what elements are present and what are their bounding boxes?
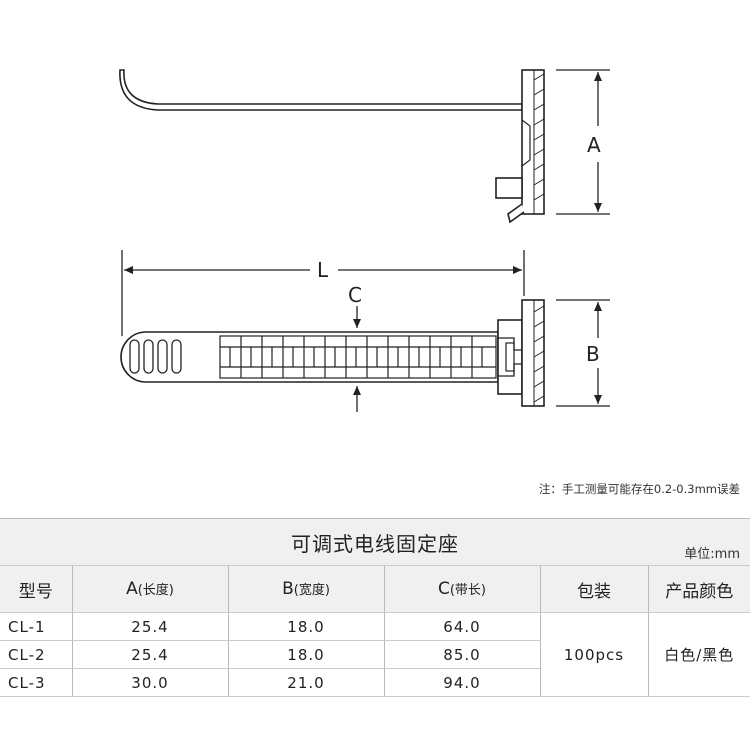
header-b-sub: (宽度) xyxy=(293,583,330,598)
top-view xyxy=(120,299,545,407)
header-packing: 包装 xyxy=(539,565,648,613)
side-pawl xyxy=(507,203,525,224)
header-color: 产品颜色 xyxy=(647,565,750,613)
dimension-l xyxy=(121,250,525,336)
dimension-b-label: B xyxy=(586,342,600,366)
spec-table: 可调式电线固定座 单位:mm 型号 A(长度) B(宽度) C(带长) 包装 产… xyxy=(0,518,750,697)
side-base-plate xyxy=(521,69,545,215)
header-model: 型号 xyxy=(0,565,72,613)
product-drawing: A L xyxy=(119,69,610,412)
header-a-main: A xyxy=(126,579,138,599)
color-cell: 白色/黑色 xyxy=(647,612,750,697)
row-b: 18.0 xyxy=(227,640,384,669)
side-strap xyxy=(119,69,523,111)
top-head-block xyxy=(497,319,523,395)
side-view xyxy=(119,69,545,224)
header-c-main: C xyxy=(437,579,450,599)
header-a: A(长度) xyxy=(71,565,228,613)
header-b: B(宽度) xyxy=(227,565,384,613)
dimension-a xyxy=(556,69,610,215)
table-title-cell: 可调式电线固定座 单位:mm xyxy=(0,518,750,566)
dimension-l-label: L xyxy=(317,258,329,282)
row-a: 25.4 xyxy=(71,612,228,641)
table-title: 可调式电线固定座 xyxy=(291,531,459,556)
row-c: 94.0 xyxy=(383,668,540,697)
row-model: CL-2 xyxy=(0,640,72,669)
top-strap-holes xyxy=(129,339,182,374)
dimension-a-label: A xyxy=(587,133,601,157)
row-model: CL-3 xyxy=(0,668,72,697)
header-b-main: B xyxy=(282,579,294,599)
top-strap xyxy=(120,331,499,383)
top-base-hatch xyxy=(533,300,545,406)
dimension-c-label: C xyxy=(348,283,362,307)
header-c: C(带长) xyxy=(383,565,540,613)
top-strap-teeth xyxy=(219,335,497,379)
measurement-note: 注：手工测量可能存在0.2-0.3mm误差 xyxy=(538,482,740,496)
packing-cell: 100pcs xyxy=(539,612,648,697)
dimension-b xyxy=(556,299,610,407)
table-header-row: 型号 A(长度) B(宽度) C(带长) 包装 产品颜色 xyxy=(0,565,750,613)
top-base-plate xyxy=(521,299,545,407)
row-b: 21.0 xyxy=(227,668,384,697)
header-a-sub: (长度) xyxy=(137,583,174,598)
table-row: CL-1 25.4 18.0 64.0 100pcs 白色/黑色 xyxy=(0,612,750,697)
table-unit: 单位:mm xyxy=(684,547,740,562)
row-a: 25.4 xyxy=(71,640,228,669)
table-title-row: 可调式电线固定座 单位:mm xyxy=(0,518,750,566)
row-b: 18.0 xyxy=(227,612,384,641)
row-c: 64.0 xyxy=(383,612,540,641)
row-c: 85.0 xyxy=(383,640,540,669)
row-a: 30.0 xyxy=(71,668,228,697)
header-c-sub: (带长) xyxy=(449,583,487,598)
side-lock-tab xyxy=(495,177,523,199)
side-base-hatch xyxy=(533,70,545,214)
table-row: CL-3 30.0 21.0 94.0 xyxy=(0,668,750,697)
row-model: CL-1 xyxy=(0,612,72,641)
table-row: CL-2 25.4 18.0 85.0 xyxy=(0,640,750,669)
